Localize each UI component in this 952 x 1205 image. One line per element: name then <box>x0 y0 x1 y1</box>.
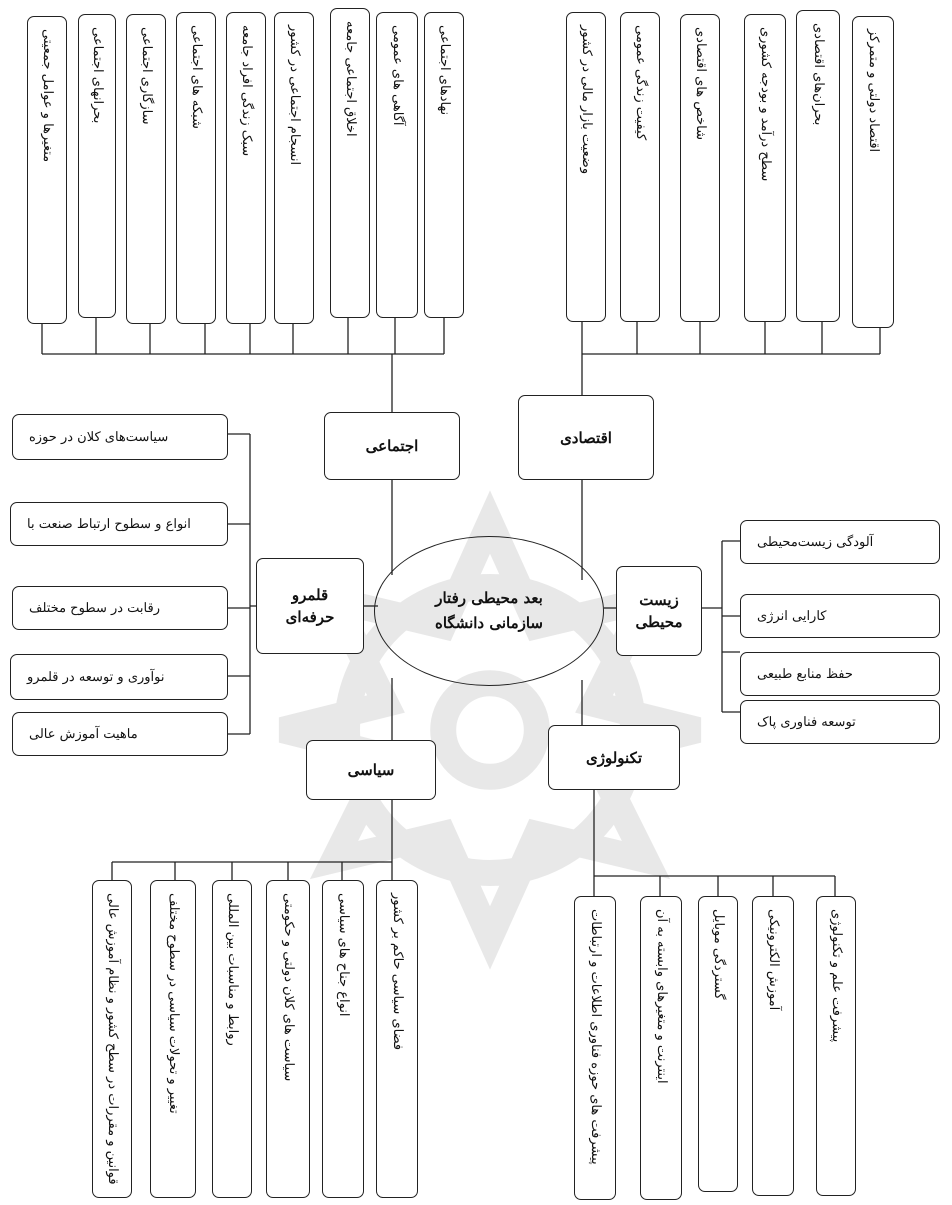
economic-item-label: سطح درآمد و بودجه کشوری <box>757 27 773 182</box>
political-item-box: فضای سیاسی حاکم بر کشور <box>376 880 418 1198</box>
hub-social: اجتماعی <box>324 412 460 480</box>
economic-item-label: وضعیت بازار مالی در کشور <box>578 25 594 175</box>
social-item-box: سبک زندگی افراد جامعه <box>226 12 266 324</box>
social-item-label: سبک زندگی افراد جامعه <box>238 25 254 157</box>
technology-item-box: گستردگی موبایل <box>698 896 738 1192</box>
technology-item-label: اینترنت و متغیرهای وابسته به آن <box>653 909 669 1084</box>
center-line1: بعد محیطی رفتار <box>435 588 543 607</box>
professional-item-label: انواع و سطوح ارتباط صنعت با <box>27 516 191 532</box>
economic-item-box: کیفیت زندگی عمومی <box>620 12 660 322</box>
environmental-item-box: توسعه فناوری پاک <box>740 700 940 744</box>
economic-item-label: شاخص های اقتصادی <box>692 27 708 141</box>
hub-professional: قلمرو حرفه‌ای <box>256 558 364 654</box>
hub-environmental: زیست محیطی <box>616 566 702 656</box>
economic-item-box: بحران‌های اقتصادی <box>796 10 840 322</box>
professional-item-box: ماهیت آموزش عالی <box>12 712 228 756</box>
hub-environmental-line1: زیست <box>639 590 679 609</box>
technology-item-label: پیشرفت علم و تکنولوژی <box>828 909 844 1043</box>
social-item-label: شبکه های اجتماعی <box>188 25 204 129</box>
economic-item-label: بحران‌های اقتصادی <box>810 23 826 126</box>
hub-political: سیاسی <box>306 740 436 800</box>
environmental-item-box: آلودگی زیست‌محیطی <box>740 520 940 564</box>
professional-item-box: رقابت در سطوح مختلف <box>12 586 228 630</box>
environmental-item-box: حفظ منابع طبیعی <box>740 652 940 696</box>
economic-item-box: اقتصاد دولتی و متمرکز <box>852 16 894 328</box>
social-item-label: سازگاری اجتماعی <box>138 27 154 125</box>
environmental-item-box: کارایی انرژی <box>740 594 940 638</box>
technology-item-box: پیشرفت های حوزه فناوری اطلاعات و ارتباطا… <box>574 896 616 1200</box>
hub-technology-label: تکنولوژی <box>585 748 643 767</box>
hub-professional-line1: قلمرو <box>291 585 329 604</box>
hub-political-label: سیاسی <box>347 761 395 779</box>
technology-item-label: پیشرفت های حوزه فناوری اطلاعات و ارتباطا… <box>587 909 603 1165</box>
social-item-box: متغیرها و عوامل جمعیتی <box>27 16 67 324</box>
social-item-label: انسجام اجتماعی در کشور <box>286 25 302 166</box>
social-item-box: آگاهی های عمومی <box>376 12 418 318</box>
political-item-box: سیاست های کلان دولتی و حکومتی <box>266 880 310 1198</box>
professional-item-label: رقابت در سطوح مختلف <box>29 600 161 616</box>
hub-technology: تکنولوژی <box>548 725 680 790</box>
professional-item-label: ماهیت آموزش عالی <box>29 726 138 742</box>
technology-item-box: پیشرفت علم و تکنولوژی <box>816 896 856 1196</box>
social-item-label: بحرانهای اجتماعی <box>89 27 105 124</box>
economic-item-label: اقتصاد دولتی و متمرکز <box>865 29 881 153</box>
center-ellipse: بعد محیطی رفتار سازمانی دانشگاه <box>374 536 604 686</box>
social-item-label: نهادهای اجتماعی <box>436 25 452 116</box>
social-item-box: نهادهای اجتماعی <box>424 12 464 318</box>
environmental-item-label: کارایی انرژی <box>757 608 827 624</box>
technology-item-box: آموزش الکترونیکی <box>752 896 794 1196</box>
center-line2: سازمانی دانشگاه <box>435 614 544 632</box>
economic-item-box: سطح درآمد و بودجه کشوری <box>744 14 786 322</box>
economic-item-box: وضعیت بازار مالی در کشور <box>566 12 606 322</box>
social-item-box: سازگاری اجتماعی <box>126 14 166 324</box>
social-item-box: شبکه های اجتماعی <box>176 12 216 324</box>
hub-professional-line2: حرفه‌ای <box>285 608 335 626</box>
technology-item-label: آموزش الکترونیکی <box>765 909 781 1011</box>
political-item-box: قوانین و مقررات در سطح کشور و نظام آموزش… <box>92 880 132 1198</box>
political-item-box: تغییر و تحولات سیاسی در سطوح مختلف <box>150 880 196 1198</box>
professional-item-box: انواع و سطوح ارتباط صنعت با <box>10 502 228 546</box>
professional-item-box: نوآوری و توسعه در قلمرو <box>10 654 228 700</box>
environmental-item-label: توسعه فناوری پاک <box>757 714 856 730</box>
professional-item-box: سیاست‌های کلان در حوزه <box>12 414 228 460</box>
economic-item-label: کیفیت زندگی عمومی <box>632 25 648 141</box>
political-item-label: روابط و مناسبات بین المللی <box>224 893 240 1046</box>
hub-economic: اقتصادی <box>518 395 654 480</box>
political-item-label: انواع جناح های سیاسی <box>335 893 351 1017</box>
technology-item-label: گستردگی موبایل <box>710 909 726 1000</box>
hub-social-label: اجتماعی <box>365 437 419 455</box>
social-item-label: اخلاق اجتماعی جامعه <box>342 21 358 137</box>
professional-item-label: نوآوری و توسعه در قلمرو <box>27 669 165 685</box>
social-item-label: متغیرها و عوامل جمعیتی <box>39 29 55 163</box>
social-item-label: آگاهی های عمومی <box>389 25 405 126</box>
technology-item-box: اینترنت و متغیرهای وابسته به آن <box>640 896 682 1200</box>
political-item-label: فضای سیاسی حاکم بر کشور <box>389 893 405 1051</box>
environmental-item-label: حفظ منابع طبیعی <box>757 666 853 682</box>
political-item-label: قوانین و مقررات در سطح کشور و نظام آموزش… <box>104 893 120 1185</box>
hub-economic-label: اقتصادی <box>560 428 612 447</box>
environmental-item-label: آلودگی زیست‌محیطی <box>757 534 874 550</box>
professional-item-label: سیاست‌های کلان در حوزه <box>29 429 169 445</box>
political-item-box: روابط و مناسبات بین المللی <box>212 880 252 1198</box>
social-item-box: اخلاق اجتماعی جامعه <box>330 8 370 318</box>
political-item-label: سیاست های کلان دولتی و حکومتی <box>280 893 296 1082</box>
social-item-box: انسجام اجتماعی در کشور <box>274 12 314 324</box>
social-item-box: بحرانهای اجتماعی <box>78 14 116 318</box>
hub-environmental-line2: محیطی <box>635 613 683 631</box>
political-item-label: تغییر و تحولات سیاسی در سطوح مختلف <box>165 893 181 1114</box>
political-item-box: انواع جناح های سیاسی <box>322 880 364 1198</box>
economic-item-box: شاخص های اقتصادی <box>680 14 720 322</box>
